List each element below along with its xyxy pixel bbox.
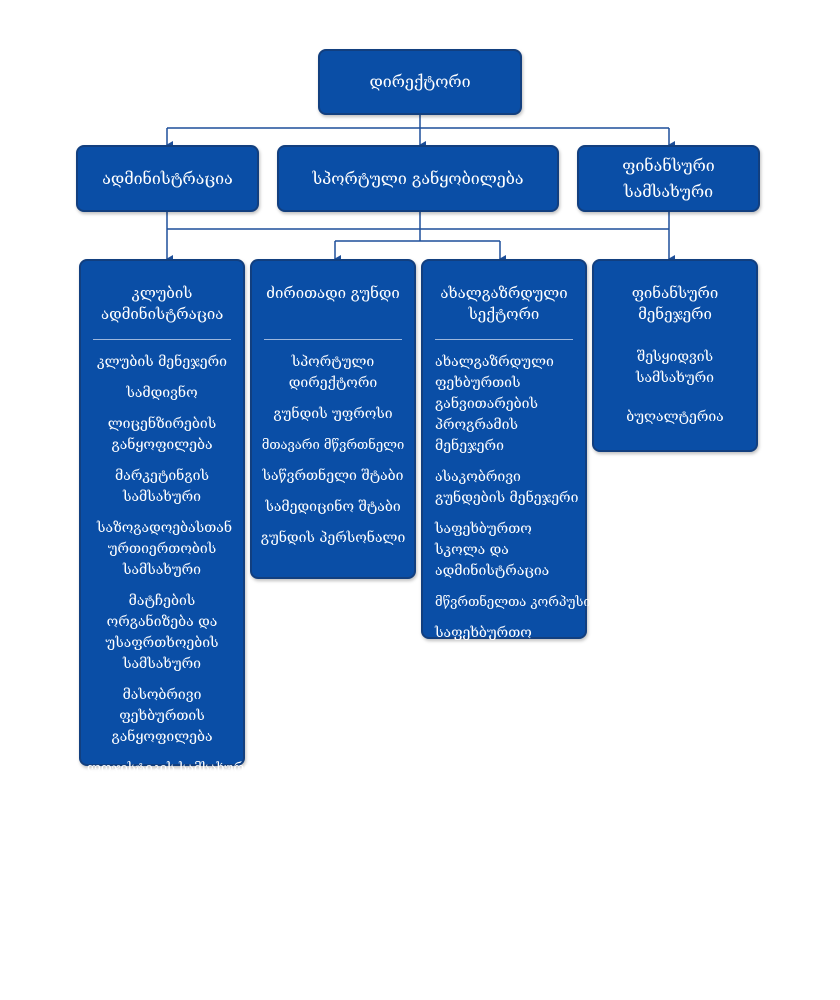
column-title: კლუბის ადმინისტრაცია [101, 284, 224, 323]
column-title: ძირითადი გუნდი [266, 284, 400, 302]
list-item: შესყიდვის სამსახური [635, 349, 715, 386]
list-item: მთავარი მწვრთნელი [261, 438, 405, 453]
list-item: სპორტული დირექტორი [288, 354, 378, 391]
finance-manager-column: ფინანსური მენეჯერი შესყიდვის სამსახური ბ… [592, 259, 758, 452]
list-item: ბუღალტერია [626, 409, 724, 425]
administration-box: ადმინისტრაცია [76, 145, 259, 212]
divider [264, 339, 402, 340]
list-item: ლოჯისტიკის სამსახური [87, 761, 252, 776]
list-item: ლიცენზირების განყოფილება [107, 416, 217, 453]
list-item: საწვრთნელი შტაბი [262, 468, 404, 484]
divider [435, 339, 573, 340]
sport-department-box: სპორტული განყობილება [277, 145, 559, 212]
column-title: ფინანსური მენეჯერი [631, 284, 719, 323]
finance-service-box: ფინანსური სამსახური [577, 145, 760, 212]
list-item: სამედიცინო შტაბი [265, 499, 401, 515]
sport-department-label: სპორტული განყობილება [312, 168, 524, 188]
list-item: გუნდის პერსონალი [260, 530, 406, 546]
list-item: მწვრთნელთა კორპუსი [435, 595, 591, 610]
divider [93, 339, 231, 340]
main-team-column: ძირითადი გუნდი სპორტული დირექტორი გუნდის… [250, 259, 416, 579]
list-item: მასობრივი ფეხბურთის განყოფილება [111, 687, 213, 745]
list-item: საფეხბურთო სკოლა და ადმინისტრაცია [435, 521, 550, 579]
director-label: დირექტორი [369, 72, 471, 91]
club-administration-column: კლუბის ადმინისტრაცია კლუბის მენეჯერი სამ… [79, 259, 252, 776]
list-item: მარკეტინგის სამსახური [115, 468, 209, 505]
column-title: ახალგაზრდული სექტორი [440, 284, 568, 323]
list-item: გუნდის უფროსი [273, 406, 393, 422]
youth-sector-column: ახალგაზრდული სექტორი ახალგაზრდული ფეხბურ… [421, 259, 591, 683]
director-box: დირექტორი [318, 49, 522, 115]
list-item: სამდივნო [126, 385, 198, 401]
list-item: კლუბის მენეჯერი [96, 354, 228, 370]
list-item: საზოგადოებასთან ურთიერთობის სამსახური [97, 520, 233, 578]
administration-label: ადმინისტრაცია [102, 168, 233, 188]
list-item: ასაკობრივი გუნდების მენეჯერი [435, 469, 579, 506]
finance-service-label: ფინანსური სამსახური [622, 155, 715, 201]
list-item: საფეხბურთო სკოლის პერსონალი [435, 625, 532, 683]
list-item: მატჩების ორგანიზება და უსაფრთხოების სამს… [105, 593, 219, 672]
list-item: ახალგაზრდული ფეხბურთის განვითარების პროგ… [435, 354, 554, 454]
